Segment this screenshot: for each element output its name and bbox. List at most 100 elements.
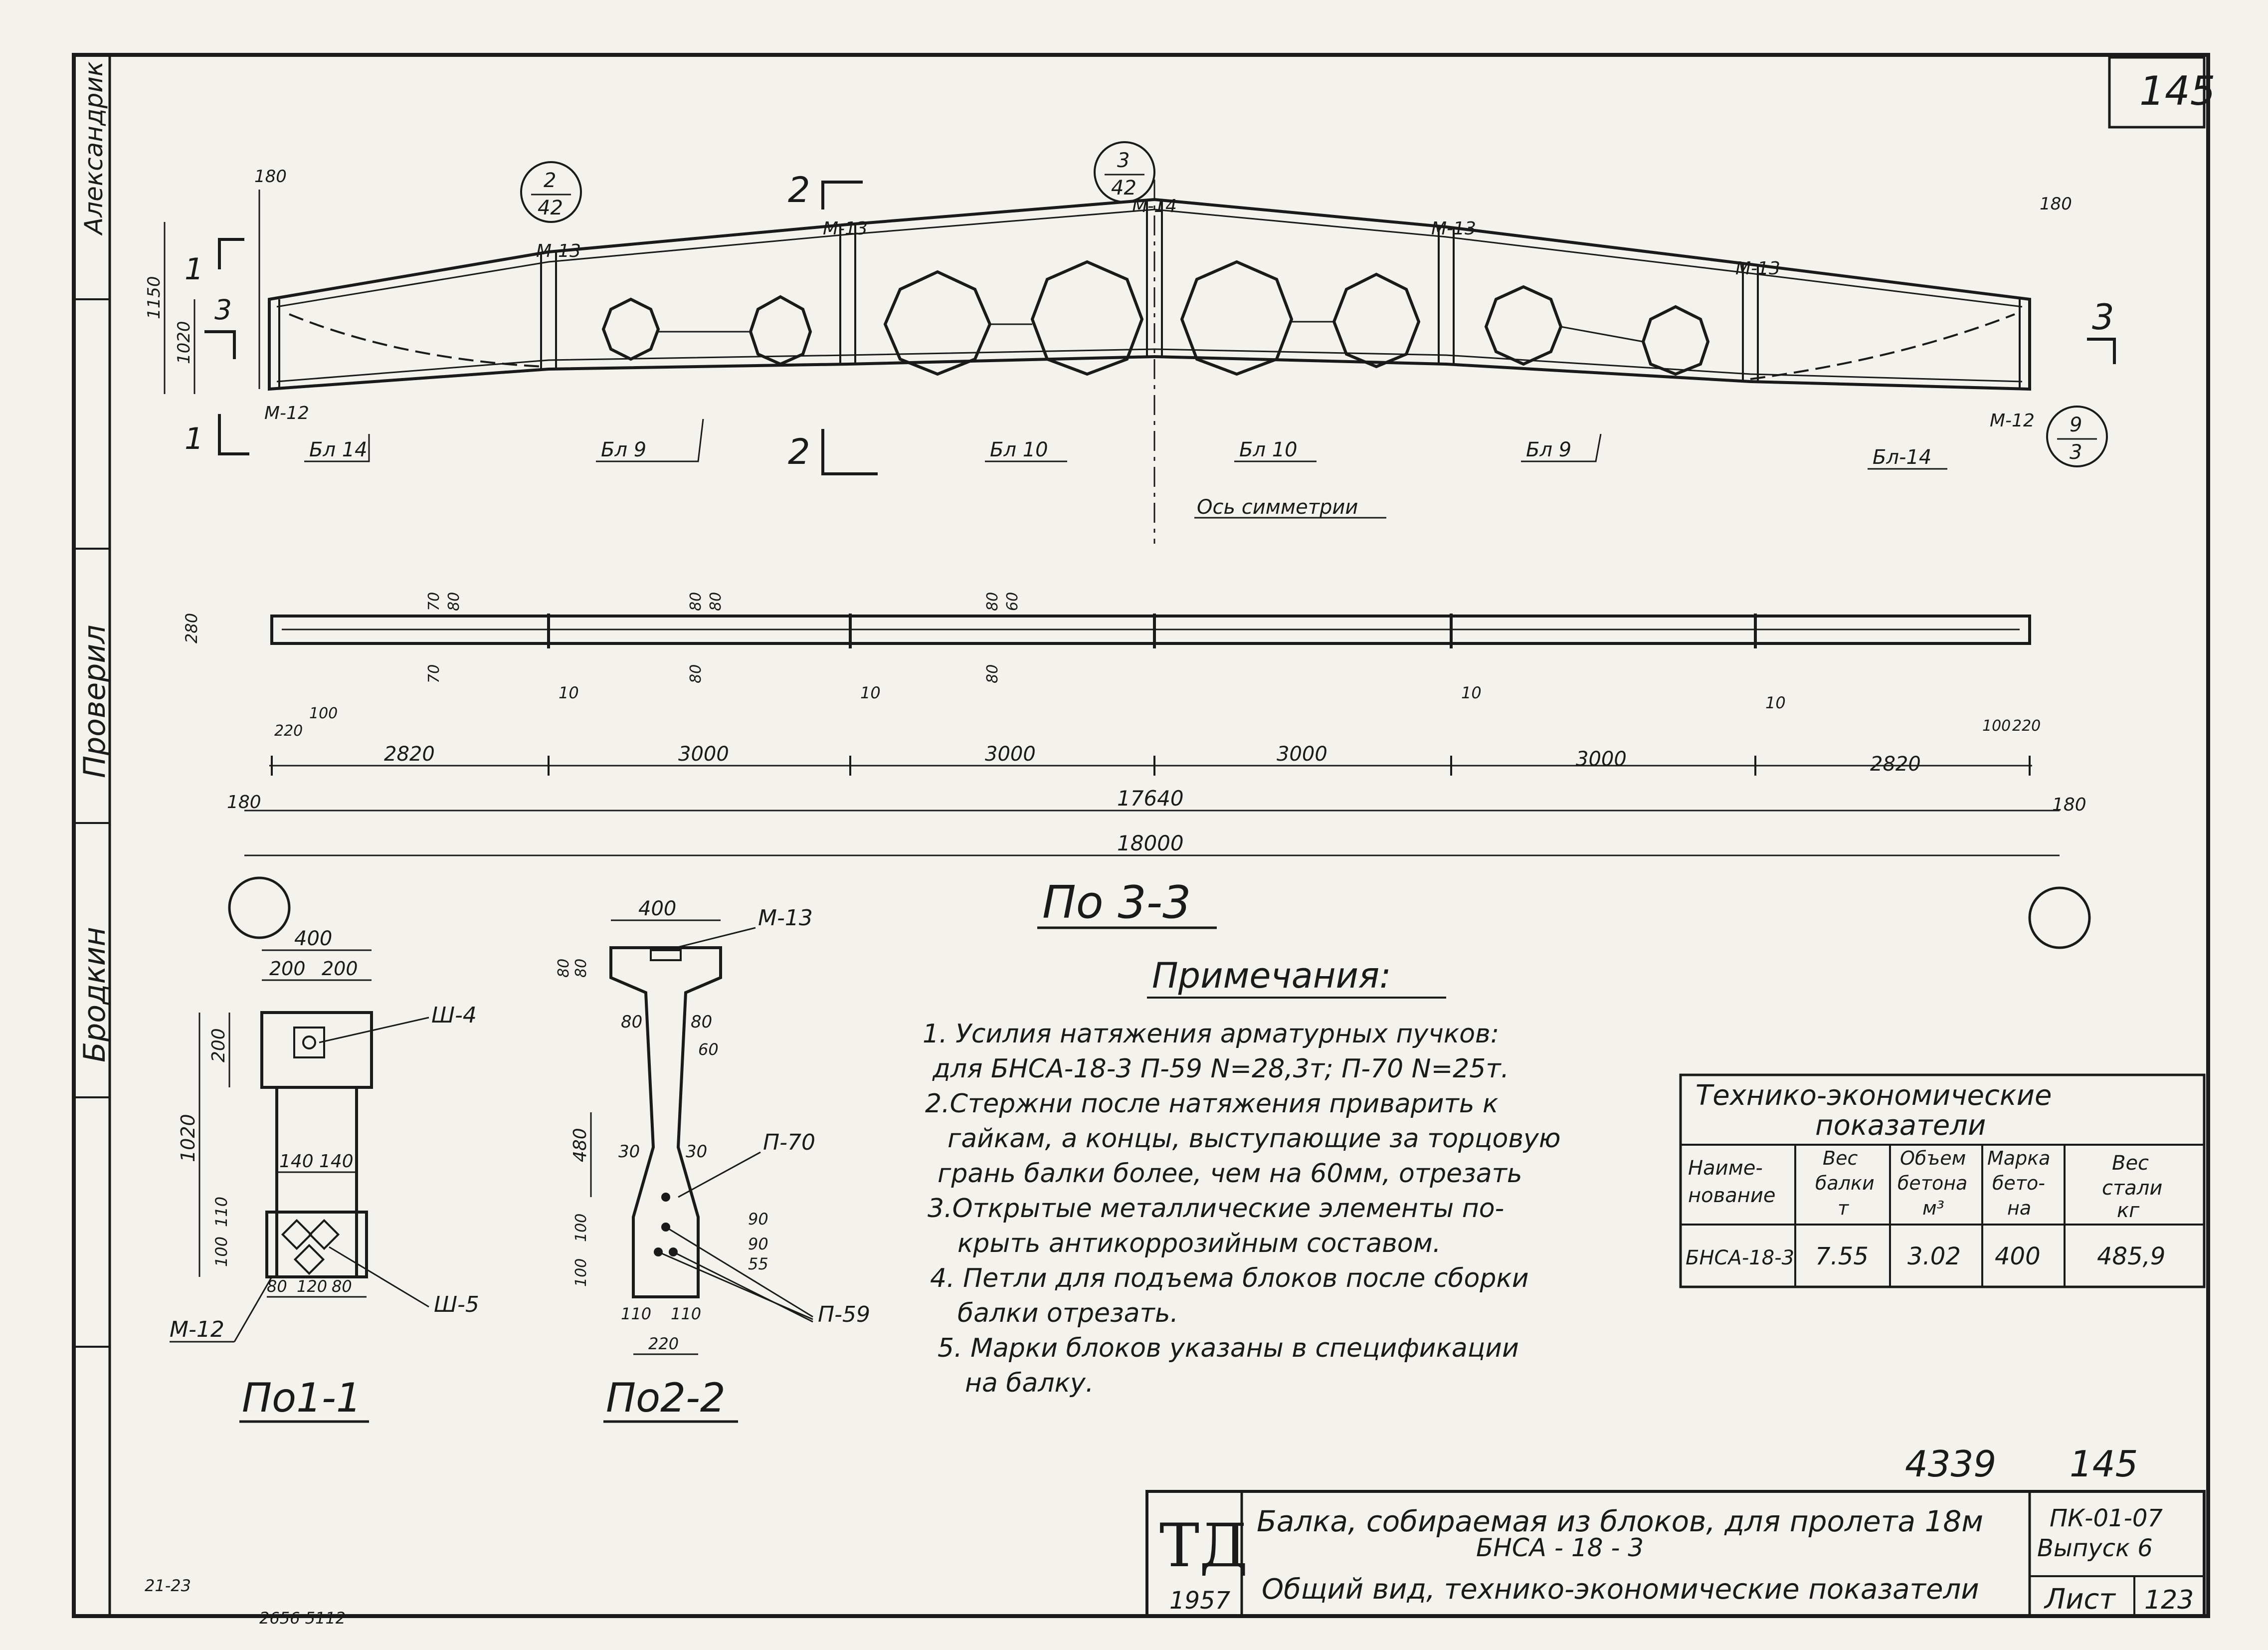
ref-circle-3-42: 3 42	[1094, 141, 1155, 203]
svg-text:200: 200	[269, 958, 306, 980]
title-line-1: Балка, собираемая из блоков, для пролета…	[1257, 1504, 1983, 1538]
support-circle-right	[2028, 886, 2091, 949]
note-line-3: 2.Стержни после натяжения приварить к	[925, 1089, 1499, 1119]
dim-17640: 17640	[1117, 786, 1184, 811]
sheet-frame	[72, 53, 2210, 1618]
ref-circle-2-42: 2 42	[520, 161, 582, 223]
svg-text:110: 110	[671, 1304, 701, 1323]
table-title-1: Технико-экономические	[1696, 1079, 2052, 1112]
svg-text:140: 140	[279, 1151, 314, 1172]
title-line-2: БНСА - 18 - 3	[1476, 1533, 1644, 1562]
title-line-3: Общий вид, технико-экономические показат…	[1262, 1573, 1979, 1606]
svg-text:220: 220	[648, 1334, 679, 1353]
svg-text:70: 70	[425, 592, 443, 611]
section-marker-3-right: 3	[2092, 297, 2114, 338]
svg-text:400: 400	[638, 897, 676, 920]
svg-text:140: 140	[319, 1151, 354, 1172]
beam-outline	[268, 198, 2031, 391]
stamp-number: 4339	[1905, 1443, 1996, 1485]
section1-sh4: Ш-4	[431, 1003, 477, 1028]
sheet-label: Лист	[2044, 1583, 2116, 1616]
section1-sh5: Ш-5	[434, 1292, 479, 1317]
section-marker-2-top: 2	[788, 170, 810, 210]
svg-text:100: 100	[309, 705, 338, 722]
table-cell-grade: 400	[1995, 1242, 2041, 1270]
section-marker-1-top: 1	[185, 252, 203, 287]
svg-text:60: 60	[1004, 592, 1021, 611]
svg-text:Объем: Объем	[1900, 1147, 1966, 1169]
section-marker-2-bottom: 2	[788, 431, 810, 472]
svg-text:Вес: Вес	[1823, 1147, 1858, 1169]
svg-text:бето-: бето-	[1992, 1172, 2045, 1194]
support-circle-left	[228, 876, 291, 939]
mark-m13-1: М-13	[536, 241, 581, 261]
side-stamp-entry-3: Бродкин	[77, 927, 112, 1062]
svg-text:480: 480	[570, 1128, 590, 1162]
note-line-5: грань балки более, чем на 60мм, отрезать	[938, 1159, 1522, 1189]
block-label-5: Бл 9	[1526, 438, 1571, 461]
dim-180-left: 180	[227, 792, 261, 813]
beam-plan: 280 70 80 70 80 80 80 80 60 80 10 10 10 …	[182, 592, 2091, 949]
span-4: 3000	[1277, 743, 1327, 766]
tech-econ-table: Технико-экономические показатели Наиме- …	[1679, 1073, 2206, 1288]
axis-label: Ось симметрии	[1197, 496, 1358, 519]
svg-text:100: 100	[212, 1237, 231, 1267]
plan-dim-280: 280	[182, 613, 201, 643]
svg-text:400: 400	[294, 927, 332, 950]
block-label-1: Бл 14	[309, 438, 368, 461]
sheet-number-box	[2108, 56, 2206, 129]
svg-text:30: 30	[686, 1142, 707, 1162]
elev-dim-180-right: 180	[2040, 194, 2072, 214]
svg-text:9: 9	[2070, 413, 2082, 436]
svg-text:100: 100	[1982, 717, 2011, 735]
svg-text:на: на	[2007, 1197, 2031, 1219]
plan-title: По 3-3	[1042, 876, 1191, 929]
svg-text:Марка: Марка	[1987, 1147, 2050, 1169]
svg-text:т: т	[1838, 1197, 1850, 1219]
svg-text:2: 2	[544, 169, 556, 192]
beam-elevation: М-12 М-13 М-13 М-14 М-13 М-13 М-12 2 42 …	[144, 141, 2116, 544]
svg-text:80: 80	[691, 1012, 712, 1032]
svg-text:стали: стали	[2102, 1177, 2162, 1200]
svg-text:220: 220	[274, 722, 303, 740]
note-line-4: гайкам, а концы, выступающие за торцовую	[947, 1124, 1561, 1154]
sheet-no: 123	[2144, 1585, 2194, 1615]
section2-title: По2-2	[606, 1375, 726, 1421]
table-cell-weight: 7.55	[1815, 1242, 1869, 1270]
block-joints	[278, 201, 2021, 389]
svg-text:80: 80	[445, 592, 463, 611]
svg-text:120: 120	[297, 1277, 327, 1296]
svg-text:90: 90	[748, 1210, 768, 1229]
note-line-6: 3.Открытые металлические элементы по-	[928, 1194, 1504, 1224]
tendon-curve-right	[1750, 313, 2015, 380]
mark-m13-2: М-13	[823, 218, 868, 239]
table-cell-steel: 485,9	[2097, 1242, 2165, 1270]
svg-text:80: 80	[687, 664, 705, 683]
web-openings	[601, 260, 1710, 376]
svg-text:100: 100	[572, 1214, 590, 1242]
svg-text:80: 80	[707, 592, 725, 611]
svg-text:3: 3	[2070, 441, 2082, 464]
note-line-11: на балку.	[965, 1368, 1094, 1398]
span-6: 2820	[1870, 753, 1921, 776]
svg-text:кг: кг	[2117, 1199, 2140, 1222]
side-stamp-entry-1: Александрик	[79, 61, 108, 236]
sheet-number: 145	[2139, 68, 2216, 114]
svg-text:110: 110	[621, 1304, 651, 1323]
elev-dim-180-left: 180	[254, 167, 287, 187]
section2-m13: М-13	[758, 905, 813, 931]
note-line-7: крыть антикоррозийным составом.	[957, 1229, 1441, 1258]
table-cell-name: БНСА-18-3	[1686, 1246, 1794, 1269]
mark-m14: М-14	[1132, 196, 1177, 216]
svg-text:200: 200	[322, 958, 358, 980]
svg-text:балки: балки	[1815, 1172, 1875, 1194]
svg-text:1020: 1020	[177, 1114, 199, 1162]
span-5: 3000	[1576, 748, 1627, 771]
section2-p59: П-59	[818, 1302, 870, 1327]
side-stamp: Александрик Проверил Бродкин	[74, 55, 112, 1616]
tendon-curve-left	[289, 313, 544, 368]
stamp-sheet: 145	[2070, 1443, 2138, 1485]
svg-text:110: 110	[212, 1197, 231, 1227]
span-3: 3000	[985, 743, 1036, 766]
elev-dim-1150: 1150	[144, 276, 164, 319]
